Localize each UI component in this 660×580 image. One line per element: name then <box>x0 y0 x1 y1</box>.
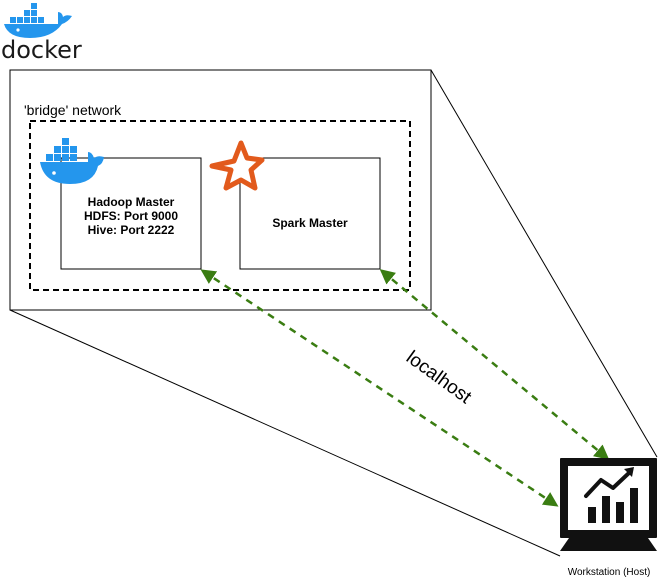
workstation-monitor-icon <box>560 458 657 551</box>
bridge-network-boundary <box>29 120 411 291</box>
docker-whale-icon <box>4 3 72 38</box>
hadoop-title: Hadoop Master <box>88 195 175 209</box>
network-label: 'bridge' network <box>24 102 122 118</box>
perspective-line-bottom <box>9 309 561 557</box>
workstation-label: Workstation (Host) <box>568 567 651 578</box>
hadoop-hdfs-port: HDFS: Port 9000 <box>84 209 178 223</box>
hadoop-hive-port: Hive: Port 2222 <box>88 223 175 237</box>
docker-wordmark: docker <box>1 36 82 64</box>
perspective-line-top <box>430 69 658 458</box>
spark-master-box <box>239 157 381 270</box>
hadoop-localhost-link <box>200 269 559 507</box>
docker-logo: docker <box>1 3 82 64</box>
docker-container-icon <box>40 138 104 184</box>
spark-title: Spark Master <box>272 216 348 230</box>
spark-star-icon <box>209 140 265 191</box>
localhost-label: localhost <box>402 347 476 408</box>
spark-localhost-link <box>379 269 610 460</box>
